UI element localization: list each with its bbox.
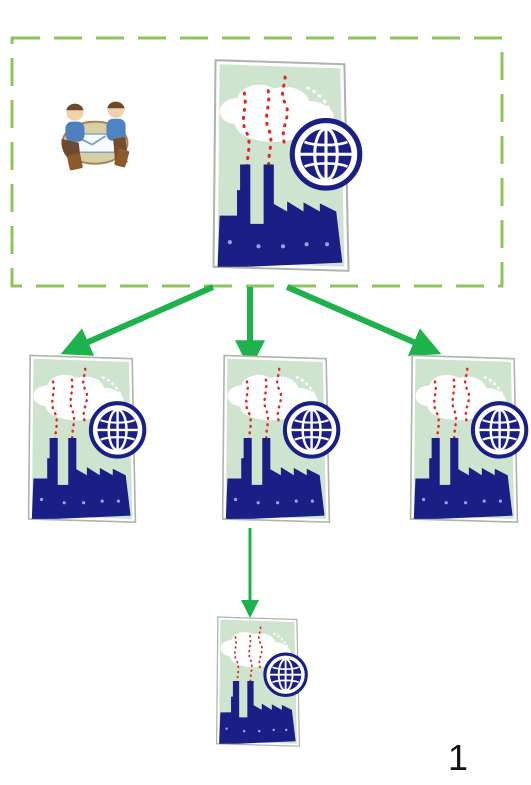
factory-globe-icon	[223, 355, 339, 522]
factory-globe-icon	[214, 60, 360, 271]
group-boundary	[10, 36, 504, 288]
factory-globe-icon	[29, 355, 145, 522]
factory-globe-icon	[411, 355, 527, 522]
factory-globe-icon	[217, 617, 307, 746]
page-number: 1	[448, 737, 469, 778]
people-meeting-icon	[60, 99, 131, 172]
arrow-to-right-node	[285, 284, 442, 356]
arrow-to-left-node	[60, 284, 215, 356]
